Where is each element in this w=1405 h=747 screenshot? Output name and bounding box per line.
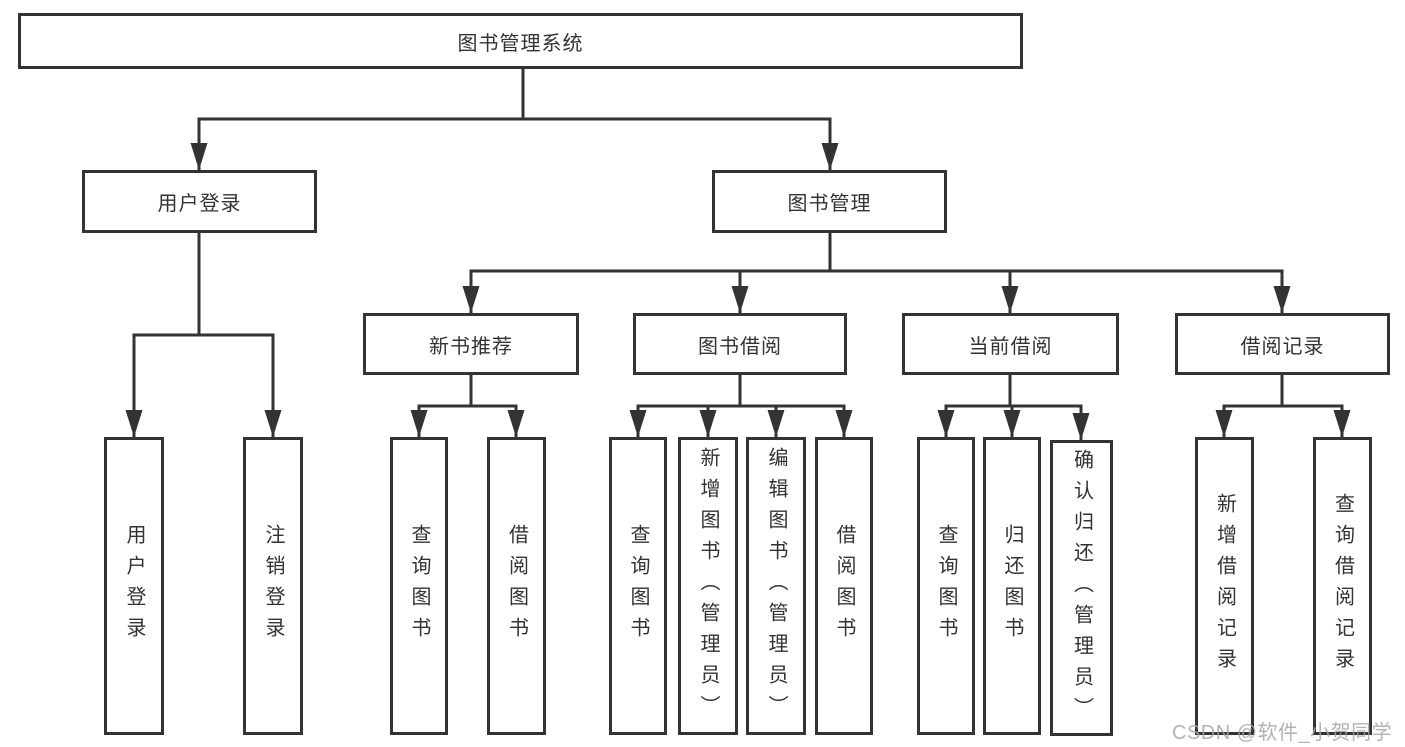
node-label: 新书推荐 xyxy=(429,335,513,358)
node-book-borrowing: 图书借阅 xyxy=(633,313,847,375)
node-leaf-br-add-record: 新增借阅记录 xyxy=(1195,437,1254,735)
csdn-watermark: CSDN @软件_小贺同学 xyxy=(1172,722,1393,744)
node-label: 查询图书 xyxy=(408,524,430,648)
node-new-book-recommendation: 新书推荐 xyxy=(363,313,579,375)
node-label: 借阅记录 xyxy=(1240,335,1325,358)
node-label: 新增借阅记录 xyxy=(1213,493,1236,679)
node-root-library-system: 图书管理系统 xyxy=(18,13,1023,69)
node-label: 图书借阅 xyxy=(698,335,782,358)
node-label: 图书管理系统 xyxy=(457,32,584,55)
node-label: 查询图书 xyxy=(935,524,957,648)
node-leaf-cb-query-book: 查询图书 xyxy=(917,437,975,735)
node-label: 图书管理 xyxy=(787,193,872,215)
node-label: 查询借阅记录 xyxy=(1331,493,1354,679)
node-label: 新增图书（管理员） xyxy=(697,446,719,726)
node-label: 查询图书 xyxy=(627,524,649,648)
node-leaf-nbr-query-book: 查询图书 xyxy=(390,437,448,735)
node-book-management: 图书管理 xyxy=(712,170,947,233)
node-leaf-bb-add-book-admin: 新增图书（管理员） xyxy=(678,437,738,735)
node-label: 借阅图书 xyxy=(505,524,528,648)
node-label: 注销登录 xyxy=(262,524,284,648)
node-leaf-bb-edit-book-admin: 编辑图书（管理员） xyxy=(746,437,806,735)
node-leaf-cb-confirm-return-admin: 确认归还（管理员） xyxy=(1050,440,1113,736)
node-label: 归还图书 xyxy=(1001,524,1023,648)
node-leaf-nbr-borrow-book: 借阅图书 xyxy=(487,437,546,735)
node-leaf-cb-return-book: 归还图书 xyxy=(983,437,1041,735)
node-label: 借阅图书 xyxy=(833,524,855,648)
node-label: 确认归还（管理员） xyxy=(1070,448,1093,728)
node-label: 当前借阅 xyxy=(968,335,1053,358)
node-borrowing-records: 借阅记录 xyxy=(1175,313,1390,375)
node-current-borrowing: 当前借阅 xyxy=(902,313,1119,375)
node-leaf-br-query-record: 查询借阅记录 xyxy=(1313,437,1372,735)
node-label: 用户登录 xyxy=(157,193,242,215)
node-user-login-group: 用户登录 xyxy=(82,170,317,233)
node-label: 用户登录 xyxy=(123,524,145,648)
node-leaf-user-login: 用户登录 xyxy=(104,437,164,735)
node-leaf-bb-query-book: 查询图书 xyxy=(609,437,667,735)
node-label: 编辑图书（管理员） xyxy=(765,446,787,726)
node-leaf-logout: 注销登录 xyxy=(243,437,303,735)
node-leaf-bb-borrow-book: 借阅图书 xyxy=(815,437,873,735)
